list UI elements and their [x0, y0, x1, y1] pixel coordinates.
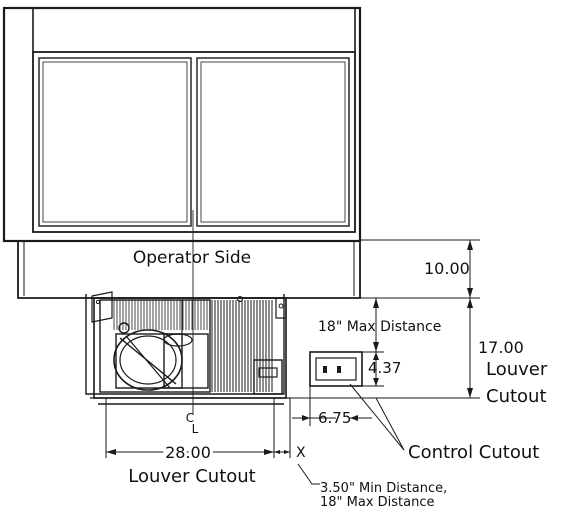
compressor-top: [163, 333, 193, 347]
control-cutout-callout: Control Cutout: [349, 383, 539, 463]
dim-max-arrow-up: [373, 298, 379, 308]
cabinet: [2, 6, 362, 243]
fan-blade-1: [119, 337, 177, 385]
dim-right-arrow-up: [467, 298, 473, 308]
centerline-symbol-l: L: [192, 422, 199, 436]
dim-x-arrow-right: [284, 450, 290, 454]
dim-right-arrow-down: [467, 388, 473, 398]
fan-blade-2: [125, 335, 171, 389]
control-box-switch: [258, 367, 278, 378]
dim-top-arrow-down: [467, 288, 473, 298]
dim-x-arrow-left: [274, 450, 280, 454]
callout-leader-1: [349, 383, 405, 451]
control-cutout-label: Control Cutout: [408, 442, 539, 463]
dim-max-arrow-down: [373, 342, 379, 352]
dimensions-right: 10.00 17.00 Louver Cutout 18" Max Distan…: [290, 239, 548, 407]
cabinet-outline: [2, 6, 362, 243]
window-pane-right-inner: [200, 61, 346, 223]
dim-width-arrow-left: [106, 449, 116, 455]
dim-control-arrow-down: [373, 378, 379, 386]
dim-width-value: 28.00: [165, 443, 211, 462]
dim-x-label: X: [296, 445, 306, 461]
fan-ring-inner: [119, 335, 177, 385]
refrigeration-unit: [85, 291, 290, 405]
callout-leader-2: [375, 397, 405, 451]
centerline-symbol-c: C: [186, 411, 194, 425]
bracket-bolt: [95, 299, 101, 305]
drain-fitting: [118, 322, 130, 334]
compressor-frame: [163, 333, 209, 389]
dim-top-arrow-up: [467, 240, 473, 250]
mounting-bracket: [91, 291, 113, 323]
control-switch-left: [323, 366, 327, 373]
louver-label-right-2: Cutout: [486, 386, 547, 407]
window-pane-left: [38, 57, 192, 227]
operator-side-panel: Operator Side: [17, 240, 361, 299]
side-bracket-bolt: [278, 303, 284, 309]
louver-label-right-1: Louver: [486, 359, 548, 380]
control-cutout-outer: [309, 351, 363, 387]
side-bracket: [275, 297, 287, 319]
centerline: C L: [186, 210, 199, 436]
dim-right-value: 17.00: [478, 338, 524, 357]
control-switch-right: [337, 366, 341, 373]
control-box: [253, 359, 283, 395]
window-frame: [32, 51, 356, 233]
operator-side-label: Operator Side: [133, 248, 251, 268]
min-distance-leader: [297, 463, 320, 485]
unit-base-outline: [85, 294, 285, 395]
condenser-frame: [99, 299, 211, 393]
fan-guard: [115, 333, 183, 389]
window-pane-right: [196, 57, 350, 227]
dimensions-bottom: 28.00 Louver Cutout X 6.75 3.50" Min Dis…: [105, 386, 447, 510]
dim-top-value: 10.00: [424, 259, 470, 278]
max-distance-label-2: 18" Max Distance: [320, 495, 435, 510]
min-distance-label: 3.50" Min Distance,: [320, 481, 447, 496]
dim-control-arrow-up: [373, 352, 379, 360]
dim-width-arrow-right: [264, 449, 274, 455]
window-pane-left-inner: [42, 61, 188, 223]
max-distance-label: 18" Max Distance: [318, 319, 441, 335]
control-cutout: [309, 351, 363, 387]
louver-label-bottom: Louver Cutout: [128, 466, 256, 487]
control-cutout-inner: [315, 357, 357, 381]
dim-offset-arrow: [302, 415, 310, 421]
dim-offset-arrow-right: [350, 415, 358, 421]
dim-offset-value: 6.75: [318, 409, 351, 427]
dim-control-value: 4.37: [368, 359, 401, 377]
top-fitting: [237, 296, 244, 303]
